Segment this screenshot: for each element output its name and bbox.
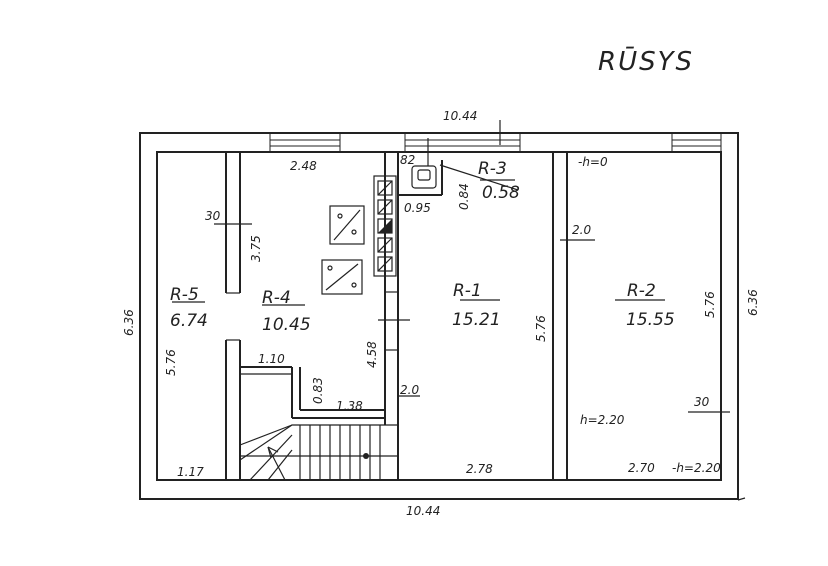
staircase (239, 424, 398, 481)
dim-r5-width: 1.17 (177, 465, 204, 479)
stove-upper (329, 205, 365, 245)
dim-r4-partition: 4.58 (365, 341, 379, 368)
dim-r3-b: 0.95 (404, 201, 431, 215)
dim-r4-wall: 2.0 (400, 383, 419, 397)
dim-r4-side: 3.75 (249, 235, 263, 262)
dim-r5-height: 5.76 (164, 349, 178, 376)
dim-r5-wall: 30 (205, 209, 221, 223)
plan-title: RŪSYS (598, 46, 694, 77)
room-r2-id: R-2 (627, 281, 656, 301)
dim-r2-width: 2.70 (628, 461, 655, 475)
label-r2-h0: -h=0 (578, 155, 608, 169)
dim-top-total: 10.44 (443, 109, 477, 123)
room-r5-id: R-5 (170, 285, 199, 305)
chimney-stack (373, 175, 397, 277)
room-r3-id: R-3 (478, 159, 507, 179)
room-r4-area: 10.45 (262, 315, 311, 335)
dim-r1-height: 5.76 (534, 315, 548, 342)
room-r1-id: R-1 (453, 281, 482, 301)
wall-r1-r2 (552, 152, 568, 480)
room-r1-area: 15.21 (452, 310, 501, 330)
dimension-ticks (172, 120, 746, 501)
window-top-r4 (269, 133, 341, 152)
dim-r2-height: 5.76 (703, 291, 717, 318)
label-r2-h-bottom: -h=2.20 (672, 461, 721, 475)
window-top-r1 (404, 133, 521, 152)
wall-r5-r4 (225, 152, 241, 480)
dim-right-height: 6.36 (746, 289, 760, 316)
dim-left-height: 6.36 (122, 309, 136, 336)
outer-wall-outer (139, 132, 739, 500)
label-r2-h: h=2.20 (580, 413, 625, 427)
room-r2-area: 15.55 (626, 310, 675, 330)
room-r4-id: R-4 (262, 288, 291, 308)
room-r5-area: 6.74 (170, 311, 208, 331)
dim-r1-width: 2.78 (466, 462, 493, 476)
dim-r3-a: 82 (400, 153, 415, 167)
dim-r4-top: 2.48 (290, 159, 317, 173)
outer-wall-inner (156, 151, 722, 481)
room-r3-outline (398, 138, 519, 196)
room-r3-area: 0.58 (482, 183, 520, 203)
stove-lower (321, 259, 363, 295)
dim-r2-wall30: 30 (694, 395, 710, 409)
stair-enclosure (240, 366, 385, 419)
dim-r3-c: 0.84 (457, 183, 471, 210)
dim-r4-stair-len: 1.38 (336, 399, 363, 413)
dim-r2-wall: 2.0 (572, 223, 591, 237)
dim-bottom-total: 10.44 (406, 504, 440, 518)
window-top-r2 (671, 133, 722, 152)
dim-r4-stair-width: 1.10 (258, 352, 285, 366)
dim-r4-stair-depth: 0.83 (311, 377, 325, 404)
